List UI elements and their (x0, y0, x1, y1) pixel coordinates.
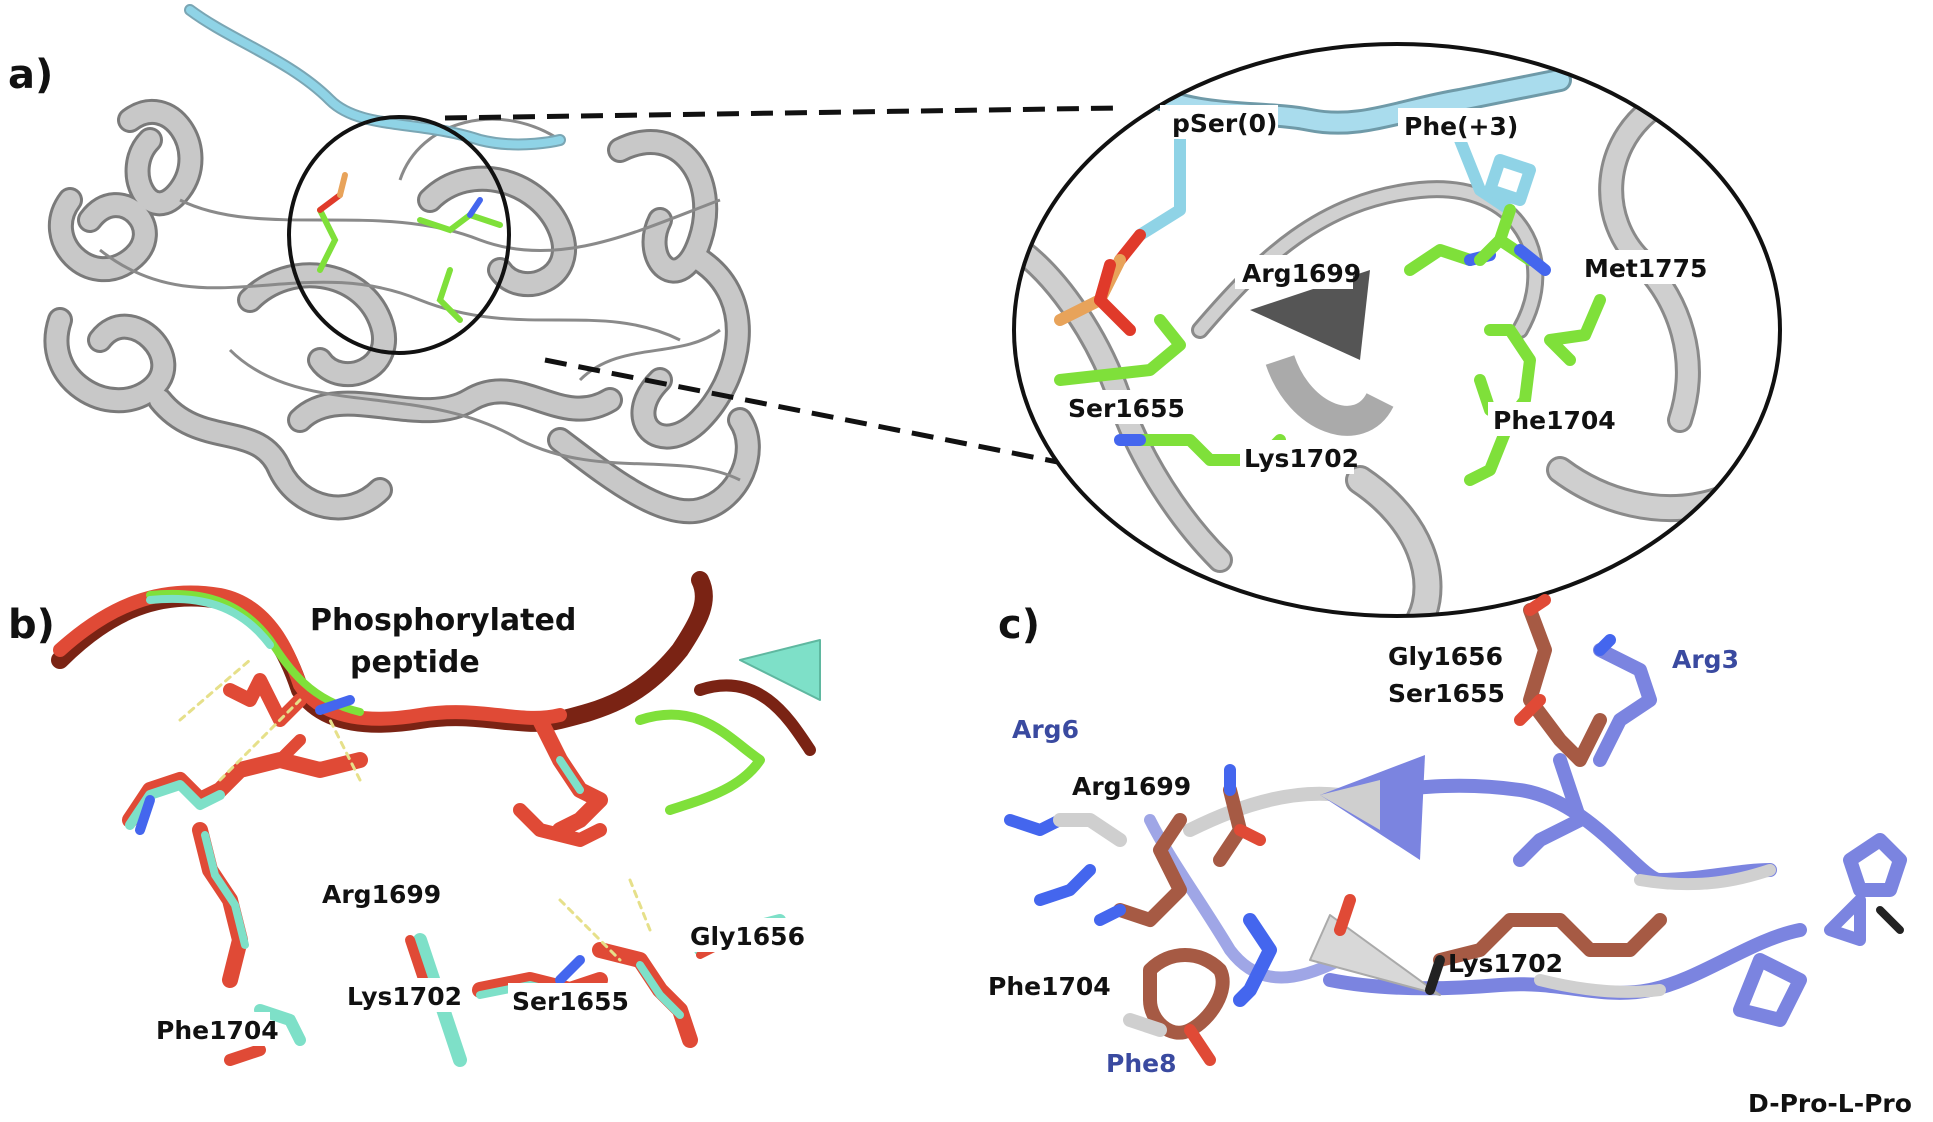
zoom-line-bottom (544, 357, 1089, 471)
label-lys1702-c: Lys1702 (1448, 949, 1563, 978)
label-lys1702-b: Lys1702 (347, 982, 462, 1011)
panel-c-labels: Gly1656 Ser1655 Arg3 Arg6 Arg1699 Lys170… (988, 642, 1912, 1118)
panel-c: c) (988, 594, 1912, 1118)
label-arg1699-b: Arg1699 (322, 880, 441, 909)
label-arg1699-c: Arg1699 (1072, 772, 1191, 801)
panel-b-labels: Arg1699 Gly1656 Phe1704 Lys1702 Ser1655 (152, 876, 806, 1046)
panel-a-labels: pSer(0) Phe(+3) Arg1699 Met1775 Ser1655 … (1065, 105, 1707, 474)
label-phe1704-c: Phe1704 (988, 972, 1111, 1001)
panel-c-letter: c) (998, 602, 1040, 648)
label-ser1655-c: Ser1655 (1388, 679, 1505, 708)
title-phosphorylated: Phosphorylated (310, 603, 576, 638)
label-phe8: Phe8 (1106, 1049, 1176, 1078)
label-phe1704-a: Phe1704 (1493, 406, 1616, 435)
label-arg1699-a: Arg1699 (1242, 259, 1361, 288)
zoom-inset-border (1012, 42, 1782, 618)
label-gly1656-c: Gly1656 (1388, 642, 1503, 671)
label-ser1655-a: Ser1655 (1068, 394, 1185, 423)
structure-overlay-c (1004, 594, 1907, 1066)
label-arg3: Arg3 (1672, 645, 1739, 674)
protein-ribbon-overview (43, 4, 761, 525)
zoom-line-top (444, 105, 1121, 121)
label-dpro-lpro: D-Pro-L-Pro (1748, 1089, 1912, 1118)
label-arg6: Arg6 (1012, 715, 1079, 744)
label-met1775: Met1775 (1584, 254, 1707, 283)
label-phe3: Phe(+3) (1404, 112, 1518, 141)
label-phe1704-b: Phe1704 (156, 1016, 279, 1045)
label-lys1702-a: Lys1702 (1244, 444, 1359, 473)
panel-b-letter: b) (8, 602, 55, 648)
panel-a-letter: a) (8, 52, 53, 98)
label-gly1656-b: Gly1656 (690, 922, 805, 951)
title-peptide: peptide (350, 645, 480, 680)
label-ser1655-b: Ser1655 (512, 987, 629, 1016)
selection-circle (287, 115, 511, 355)
label-pser0: pSer(0) (1172, 109, 1277, 138)
panel-a: a) (8, 4, 1782, 618)
panel-b: b) (8, 571, 821, 1067)
